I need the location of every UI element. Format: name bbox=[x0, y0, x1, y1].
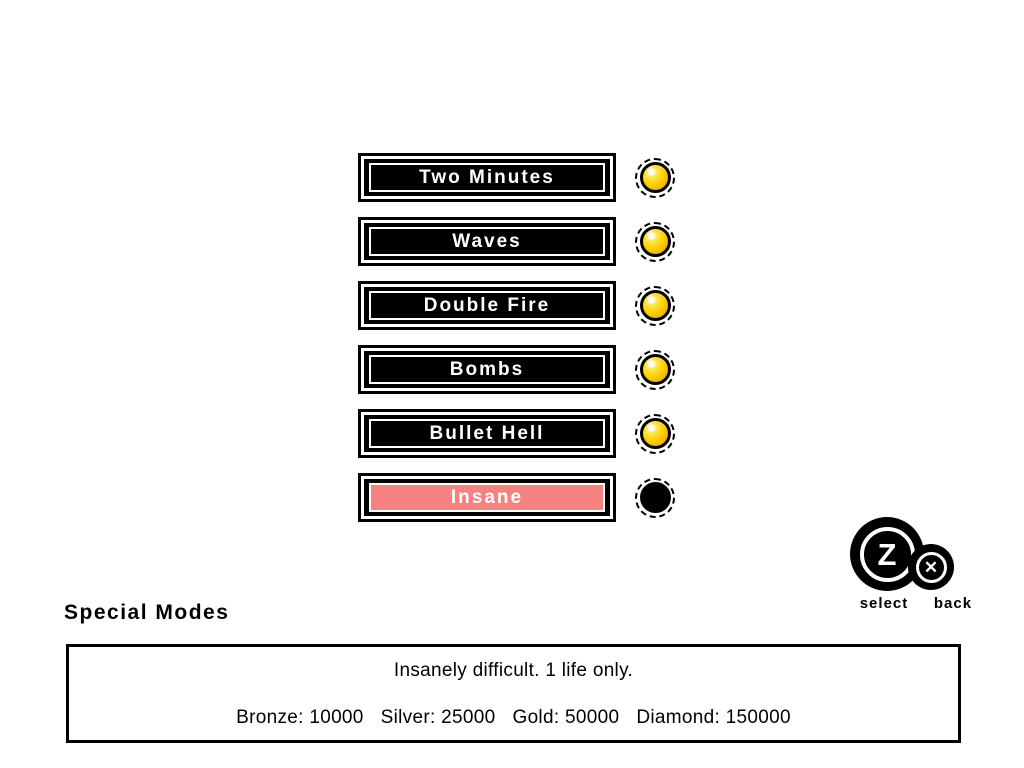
threshold-silver: Silver: 25000 bbox=[380, 707, 496, 728]
mode-button-fill: Insane bbox=[369, 483, 605, 512]
x-key-glyph: ✕ bbox=[923, 557, 939, 577]
threshold-bronze: Bronze: 10000 bbox=[236, 707, 364, 728]
mode-info-box: Insanely difficult. 1 life only. Bronze:… bbox=[66, 644, 961, 743]
medal-core bbox=[639, 290, 671, 321]
select-label: select bbox=[859, 595, 909, 612]
mode-button-fill: Waves bbox=[369, 227, 605, 256]
mode-button-fill: Double Fire bbox=[369, 291, 605, 320]
threshold-diamond: Diamond: 150000 bbox=[636, 707, 791, 728]
medal-indicator bbox=[635, 413, 675, 454]
menu-row: Two Minutes bbox=[358, 153, 675, 202]
mode-menu: Two Minutes Waves Double Fire bbox=[358, 153, 675, 537]
menu-row: Double Fire bbox=[358, 281, 675, 330]
select-key-ring: Z bbox=[859, 526, 915, 582]
mode-button-frame: Double Fire bbox=[364, 287, 610, 324]
mode-button-label: Double Fire bbox=[423, 294, 551, 316]
mode-button-double-fire[interactable]: Double Fire bbox=[358, 281, 616, 330]
key-prompts: Z ✕ select back bbox=[846, 515, 988, 617]
medal-core bbox=[639, 354, 671, 385]
menu-row: Bombs bbox=[358, 345, 675, 394]
threshold-gold: Gold: 50000 bbox=[512, 707, 620, 728]
mode-button-fill: Bullet Hell bbox=[369, 419, 605, 448]
mode-button-label: Two Minutes bbox=[419, 166, 555, 188]
mode-button-label: Insane bbox=[450, 486, 524, 508]
mode-button-frame: Bombs bbox=[364, 351, 610, 388]
mode-button-frame: Two Minutes bbox=[364, 159, 610, 196]
z-key-glyph: Z bbox=[877, 536, 897, 572]
mode-description: Insanely difficult. 1 life only. bbox=[393, 660, 634, 681]
mode-button-fill: Bombs bbox=[369, 355, 605, 384]
mode-button-label: Waves bbox=[452, 230, 522, 252]
mode-button-bullet-hell[interactable]: Bullet Hell bbox=[358, 409, 616, 458]
mode-button-frame: Bullet Hell bbox=[364, 415, 610, 452]
mode-button-insane[interactable]: Insane bbox=[358, 473, 616, 522]
medal-indicator bbox=[635, 349, 675, 390]
menu-row: Insane bbox=[358, 473, 675, 522]
medal-core bbox=[639, 418, 671, 449]
mode-button-label: Bombs bbox=[449, 358, 525, 380]
mode-button-fill: Two Minutes bbox=[369, 163, 605, 192]
page-title: Special Modes bbox=[64, 601, 230, 624]
mode-button-waves[interactable]: Waves bbox=[358, 217, 616, 266]
mode-button-label: Bullet Hell bbox=[429, 422, 545, 444]
back-key-icon[interactable]: ✕ bbox=[908, 544, 954, 590]
medal-indicator bbox=[635, 157, 675, 198]
medal-indicator bbox=[635, 221, 675, 262]
medal-core bbox=[639, 162, 671, 193]
mode-button-frame: Waves bbox=[364, 223, 610, 260]
menu-row: Waves bbox=[358, 217, 675, 266]
mode-button-frame: Insane bbox=[364, 479, 610, 516]
medal-core bbox=[639, 482, 671, 513]
medal-indicator bbox=[635, 285, 675, 326]
mode-button-bombs[interactable]: Bombs bbox=[358, 345, 616, 394]
mode-button-two-minutes[interactable]: Two Minutes bbox=[358, 153, 616, 202]
back-label: back bbox=[933, 595, 973, 612]
back-key-ring: ✕ bbox=[915, 551, 947, 583]
medal-indicator bbox=[635, 477, 675, 518]
menu-row: Bullet Hell bbox=[358, 409, 675, 458]
medal-thresholds: Bronze: 10000 Silver: 25000 Gold: 50000 … bbox=[236, 707, 791, 729]
medal-core bbox=[639, 226, 671, 257]
